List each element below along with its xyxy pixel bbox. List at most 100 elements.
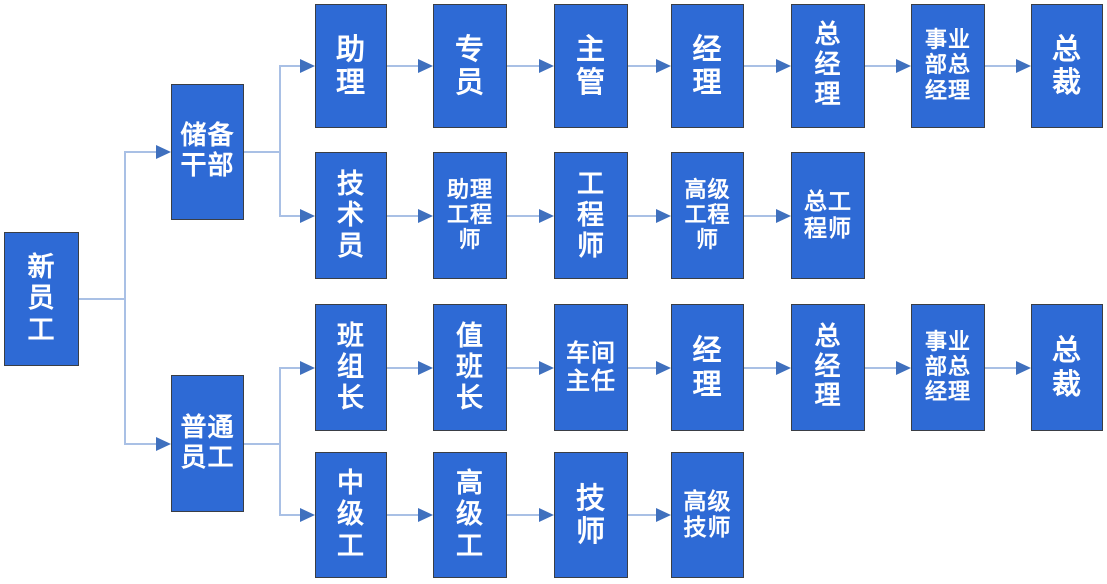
node-label-senior-engineer: 高级 工程 师 (684, 177, 731, 254)
connector-new-employee-to-ordinary-employee-v (124, 298, 126, 445)
node-chief-engineer: 总工 程师 (791, 152, 865, 279)
arrowhead-division-gm-1-to-president-1 (1016, 59, 1031, 73)
connector-engineer-to-senior-engineer (628, 215, 656, 217)
connector-new-employee-to-reserve-cadre-h2 (125, 151, 156, 153)
connector-technician-to-assistant-engineer (387, 215, 418, 217)
node-label-manager-3: 经 理 (692, 333, 723, 401)
connector-general-manager-1-to-division-gm-1 (865, 65, 896, 67)
connector-workshop-director-to-manager-3 (628, 367, 656, 369)
connector-ordinary-employee-to-intermediate-worker-v (279, 443, 281, 516)
connector-division-gm-1-to-president-1 (985, 65, 1016, 67)
arrowhead-assistant-to-specialist (418, 59, 433, 73)
connector-manager-3-to-general-manager-3 (744, 367, 776, 369)
node-label-chief-engineer: 总工 程师 (804, 189, 852, 242)
node-label-president-3: 总 裁 (1051, 333, 1082, 401)
node-label-assistant: 助 理 (335, 31, 366, 99)
arrowhead-specialist-to-supervisor (539, 59, 554, 73)
node-label-division-gm-3: 事业 部总 经理 (924, 329, 971, 406)
arrowhead-supervisor-to-manager-1 (656, 59, 671, 73)
connector-ordinary-employee-to-team-leader-h2 (280, 367, 300, 369)
node-engineer: 工 程 师 (554, 152, 628, 279)
connector-reserve-cadre-to-technician-h2 (280, 215, 300, 217)
arrowhead-reserve-cadre-to-technician (300, 209, 315, 223)
arrowhead-skilled-technician-to-senior-technician (656, 508, 671, 522)
node-label-supervisor: 主 管 (575, 31, 606, 99)
connector-division-gm-3-to-president-3 (985, 367, 1016, 369)
node-senior-technician: 高级 技师 (671, 452, 744, 578)
arrowhead-senior-worker-to-skilled-technician (539, 508, 554, 522)
arrowhead-new-employee-to-ordinary-employee (156, 437, 171, 451)
node-supervisor: 主 管 (554, 4, 628, 128)
node-general-manager-3: 总 经 理 (791, 304, 865, 431)
node-assistant-engineer: 助理 工程 师 (433, 152, 507, 279)
node-label-skilled-technician: 技 师 (575, 480, 606, 548)
connector-senior-engineer-to-chief-engineer (744, 215, 776, 217)
connector-reserve-cadre-to-assistant-v (279, 65, 281, 153)
arrowhead-shift-leader-to-workshop-director (539, 361, 554, 375)
arrowhead-senior-engineer-to-chief-engineer (776, 209, 791, 223)
connector-new-employee-to-ordinary-employee-h2 (125, 443, 156, 445)
node-label-reserve-cadre: 储备 干部 (180, 121, 235, 181)
connector-specialist-to-supervisor (507, 65, 539, 67)
connector-skilled-technician-to-senior-technician (628, 514, 656, 516)
connector-new-employee-to-reserve-cadre-v (124, 151, 126, 300)
arrowhead-ordinary-employee-to-intermediate-worker (300, 508, 315, 522)
node-label-workshop-director: 车间 主任 (566, 338, 616, 395)
node-specialist: 专 员 (433, 4, 507, 128)
node-label-intermediate-worker: 中 级 工 (337, 468, 365, 562)
arrowhead-division-gm-3-to-president-3 (1016, 361, 1031, 375)
node-label-manager-1: 经 理 (692, 31, 723, 99)
connector-reserve-cadre-to-assistant-h2 (280, 65, 300, 67)
connector-ordinary-employee-to-intermediate-worker-h1 (244, 443, 281, 445)
node-new-employee: 新 员 工 (4, 232, 79, 366)
node-president-1: 总 裁 (1031, 4, 1103, 128)
connector-manager-1-to-general-manager-1 (744, 65, 776, 67)
arrowhead-workshop-director-to-manager-3 (656, 361, 671, 375)
node-senior-worker: 高 级 工 (433, 452, 507, 578)
connector-assistant-engineer-to-engineer (507, 215, 539, 217)
node-label-new-employee: 新 员 工 (27, 252, 56, 346)
node-label-team-leader: 班 组 长 (337, 320, 365, 415)
arrowhead-reserve-cadre-to-assistant (300, 59, 315, 73)
arrowhead-engineer-to-senior-engineer (656, 209, 671, 223)
node-label-engineer: 工 程 师 (577, 168, 605, 263)
node-label-assistant-engineer: 助理 工程 师 (446, 177, 493, 254)
node-label-general-manager-1: 总 经 理 (814, 20, 842, 110)
node-ordinary-employee: 普通 员工 (171, 375, 244, 512)
arrowhead-ordinary-employee-to-team-leader (300, 361, 315, 375)
node-president-3: 总 裁 (1031, 304, 1103, 431)
node-label-ordinary-employee: 普通 员工 (180, 412, 235, 473)
node-label-senior-technician: 高级 技师 (683, 488, 732, 541)
node-label-specialist: 专 员 (454, 31, 485, 99)
arrowhead-general-manager-3-to-division-gm-3 (896, 361, 911, 375)
node-assistant: 助 理 (315, 4, 387, 128)
arrowhead-general-manager-1-to-division-gm-1 (896, 59, 911, 73)
connector-team-leader-to-shift-leader (387, 367, 418, 369)
connector-reserve-cadre-to-technician-h1 (244, 151, 281, 153)
node-shift-leader: 值 班 长 (433, 304, 507, 431)
node-reserve-cadre: 储备 干部 (171, 84, 244, 220)
node-technician: 技 术 员 (315, 152, 387, 279)
connector-shift-leader-to-workshop-director (507, 367, 539, 369)
connector-ordinary-employee-to-intermediate-worker-h2 (280, 514, 300, 516)
connector-assistant-to-specialist (387, 65, 418, 67)
arrowhead-manager-1-to-general-manager-1 (776, 59, 791, 73)
node-manager-1: 经 理 (671, 4, 744, 128)
connector-intermediate-worker-to-senior-worker (387, 514, 418, 516)
node-workshop-director: 车间 主任 (554, 304, 628, 431)
connector-supervisor-to-manager-1 (628, 65, 656, 67)
connector-ordinary-employee-to-team-leader-v (279, 367, 281, 445)
connector-new-employee-to-ordinary-employee-h1 (79, 298, 126, 300)
node-label-technician: 技 术 员 (337, 168, 365, 263)
connector-reserve-cadre-to-technician-v (279, 151, 281, 217)
node-intermediate-worker: 中 级 工 (315, 452, 387, 578)
node-label-president-1: 总 裁 (1051, 31, 1082, 99)
node-label-senior-worker: 高 级 工 (456, 468, 484, 562)
node-team-leader: 班 组 长 (315, 304, 387, 431)
node-label-shift-leader: 值 班 长 (456, 320, 484, 415)
node-general-manager-1: 总 经 理 (791, 4, 865, 128)
arrowhead-intermediate-worker-to-senior-worker (418, 508, 433, 522)
node-division-gm-3: 事业 部总 经理 (911, 304, 985, 431)
node-label-general-manager-3: 总 经 理 (814, 321, 842, 412)
